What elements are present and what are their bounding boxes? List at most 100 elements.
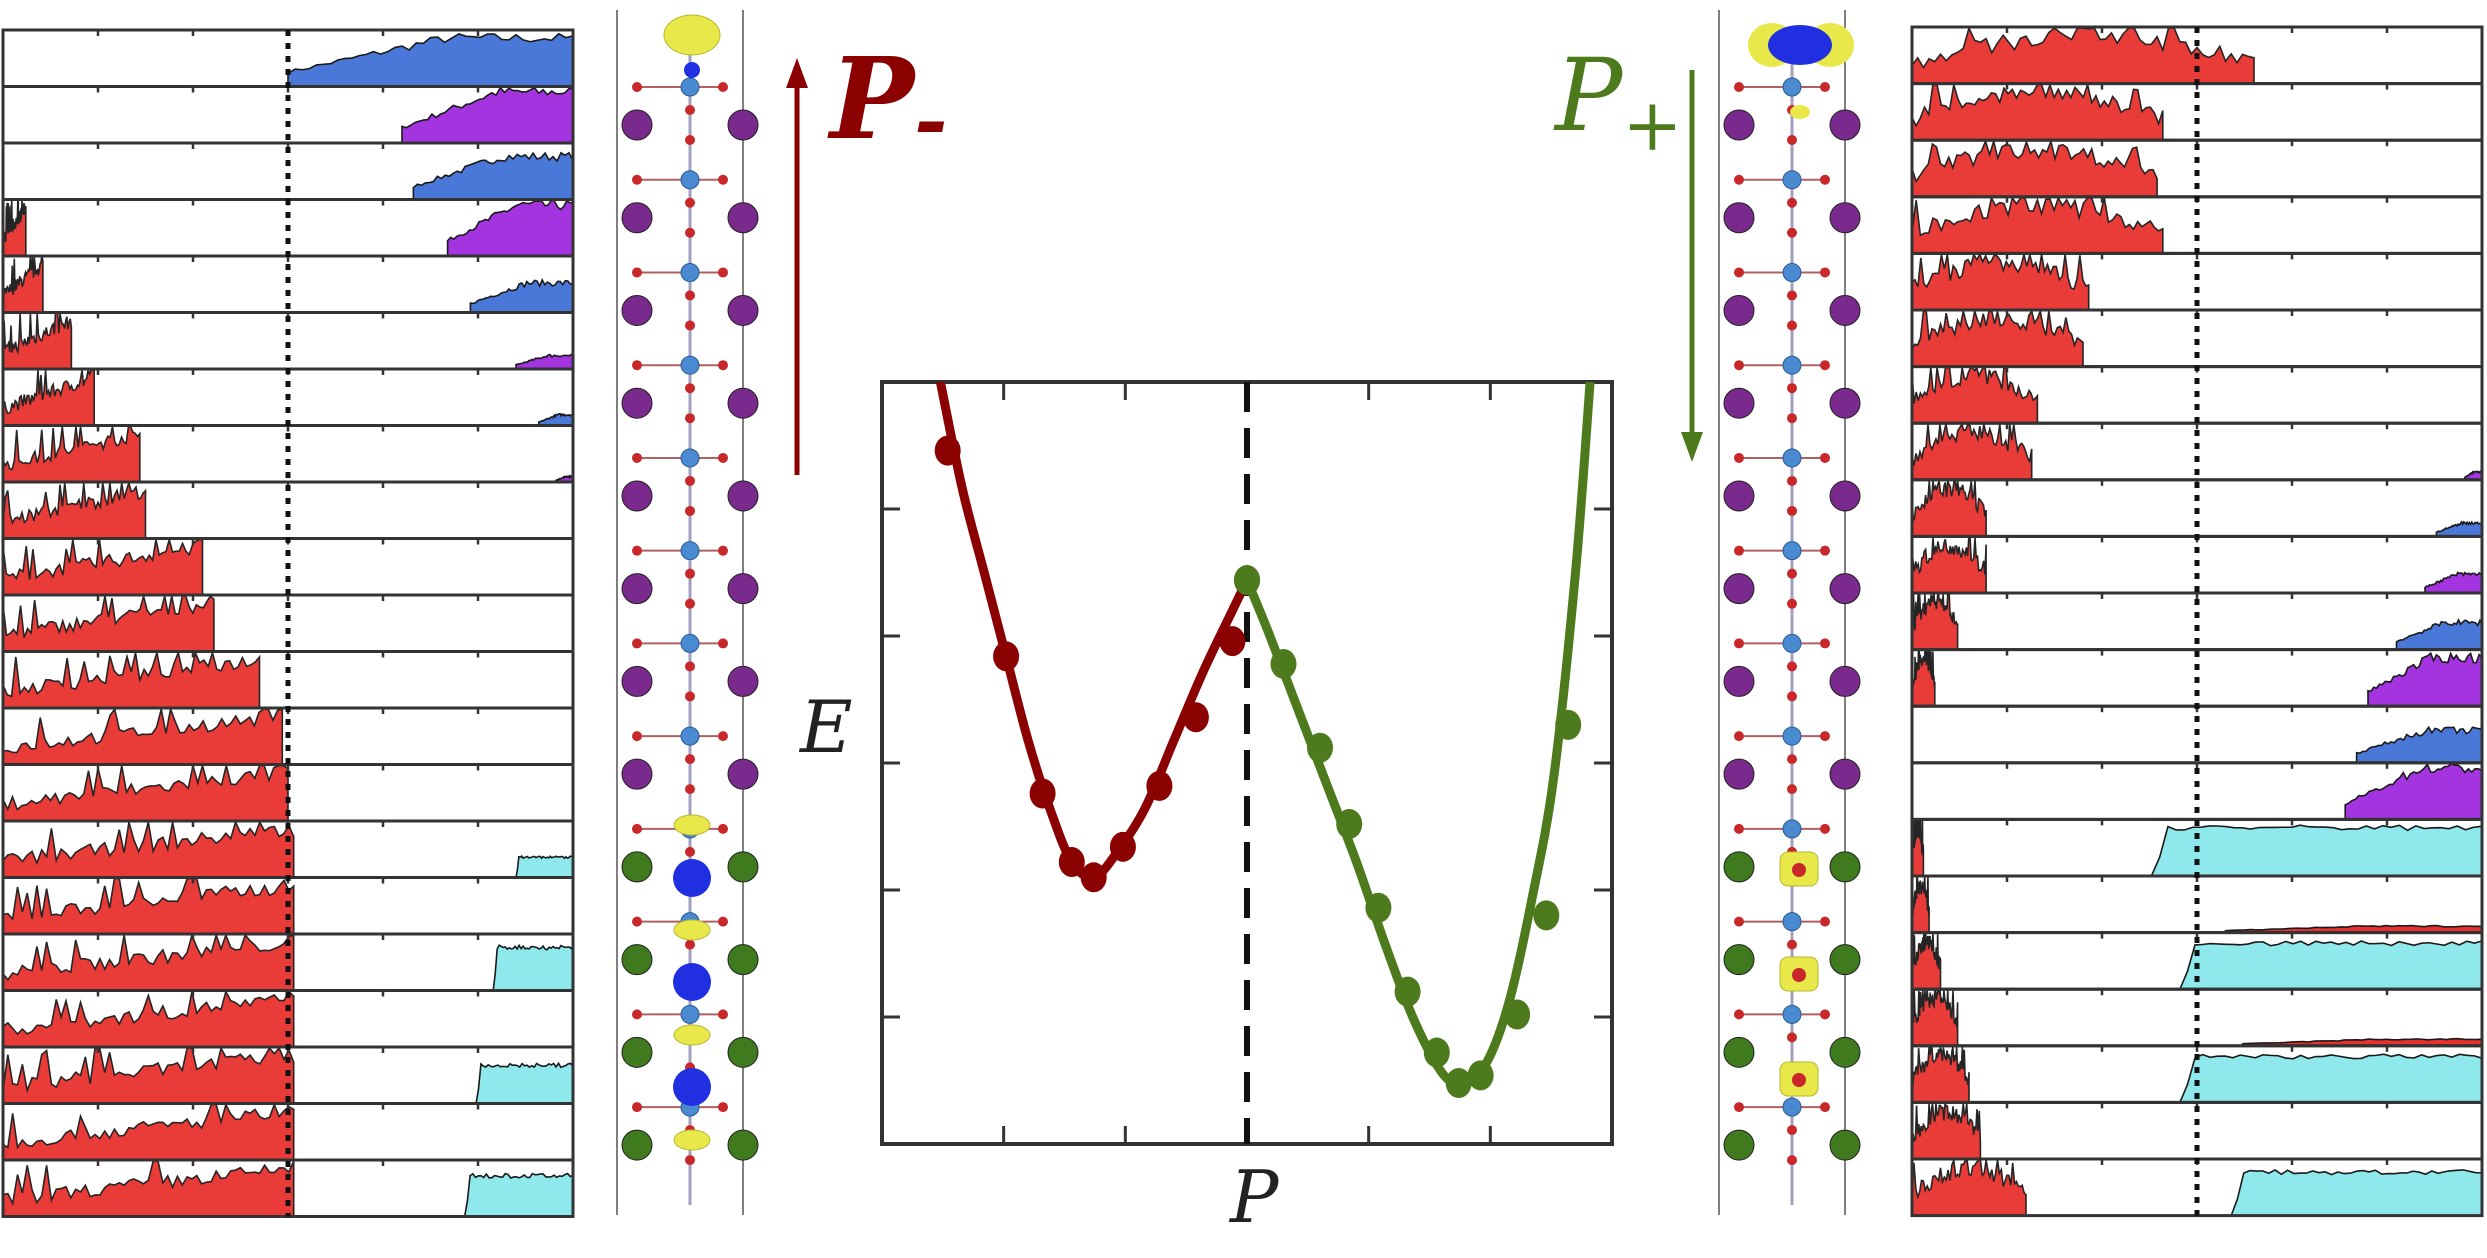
dos-valence-band [2,1102,295,1161]
crystal-structure-right [1718,10,1861,1215]
dos-valence-band [2,199,27,257]
oxygen-atom [1734,545,1744,556]
dos-conduction-band [2424,571,2483,594]
oxygen-atom [718,731,728,742]
p-axis-label: P [1228,1155,1280,1239]
oxygen-atom [1734,452,1744,463]
a-site-atom [621,665,653,697]
a-site-atom [727,109,759,141]
dos-conduction-band [469,278,574,314]
dos-conduction-band [492,943,574,992]
oxygen-atom [685,939,695,950]
p-plus-main: P [1553,37,1624,154]
oxygen-atom [685,568,695,579]
oxygen-atom [1820,82,1830,92]
a-site-atom [1829,480,1861,512]
b-site-atom [1782,448,1802,468]
dos-row [1910,817,2484,878]
a-site-atom [1723,294,1755,326]
p-minus-main: P [827,34,917,165]
a-site-atom [727,480,759,512]
data-point [1219,626,1246,657]
a-site-atom [1829,294,1861,326]
a-site-atom [727,202,759,234]
a-site-atom [621,294,653,326]
oxygen-atom [1787,383,1797,394]
a-site-atom [727,851,759,883]
data-point [1080,862,1107,893]
oxygen-atom [1787,784,1797,795]
a-site-atom [621,387,653,419]
b-site-atom [680,355,700,375]
oxygen-atom [1820,174,1830,185]
a-site-atom [621,202,653,234]
b-site-atom [1782,633,1802,653]
charge-density-top-blue [1768,25,1832,65]
e-axis-label: E [798,685,853,769]
oxygen-atom [632,1102,642,1113]
oxygen-atom [632,360,642,371]
oxygen-atom [685,383,695,394]
oxygen-atom [1792,1073,1806,1087]
dos-conduction-band [401,86,574,144]
a-site-atom [1723,1036,1755,1068]
dos-valence-band [2,649,261,709]
oxygen-atom [1734,731,1744,742]
oxygen-atom [1787,290,1797,301]
dos-conduction-band [2464,469,2483,481]
data-point [1307,732,1333,763]
a-site-atom [621,944,653,976]
data-point [1445,1068,1472,1099]
b-site-atom [1782,819,1802,839]
data-point [1423,1037,1450,1068]
data-point [1182,702,1209,733]
oxygen-atom [1820,638,1830,649]
dos-row [1,198,575,258]
a-site-atom [621,480,653,512]
oxygen-atom [685,413,695,424]
dos-valence-band [1911,932,1942,991]
oxygen-atom [632,267,642,278]
oxygen-atom [1820,545,1830,556]
crystal-structure-left [616,10,759,1215]
b-site-atom [680,262,700,282]
b-site-atom [1782,726,1802,746]
oxygen-atom [1820,360,1830,371]
a-site-atom [1829,851,1861,883]
oxygen-atom [1734,638,1744,649]
b-site-atom [680,541,700,561]
charge-density-top [663,14,721,56]
data-point [934,435,961,466]
oxygen-atom [1734,267,1744,278]
oxygen-atom [1820,452,1830,463]
dos-valence-band [2,1045,295,1105]
oxygen-atom [1820,267,1830,278]
data-point [1467,1060,1494,1091]
oxygen-atom [685,661,695,672]
dos-conduction-band [515,855,574,879]
dos-valence-band [1911,1046,1970,1104]
dos-conduction-band [537,412,574,427]
a-site-atom [621,758,653,790]
a-site-atom [621,1036,653,1068]
b-site-atom [680,170,700,190]
oxygen-atom [1734,360,1744,371]
oxygen-atom [685,784,695,795]
a-site-atom [1723,851,1755,883]
oxygen-atom [718,267,728,278]
b-site-atom [1782,1004,1802,1024]
oxygen-atom [718,1009,728,1020]
dos-conduction-band [446,199,574,257]
data-point [1555,709,1582,740]
dos-valence-band [1911,195,2164,255]
dos-valence-band [1911,479,1987,538]
dos-valence-band [2,877,295,935]
oxygen-atom [685,320,695,331]
dos-row [1,1158,575,1218]
arrow-head [1681,432,1703,462]
dos-conduction-band [2367,651,2483,708]
oxygen-atom [632,731,642,742]
dos-valence-band [2,819,295,879]
dos-valence-band [2,762,289,822]
